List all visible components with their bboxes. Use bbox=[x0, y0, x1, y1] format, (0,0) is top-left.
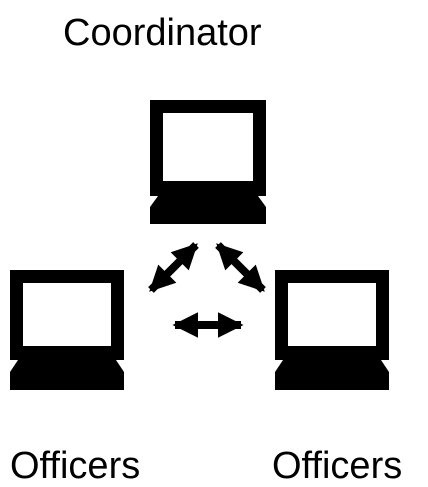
officers-left-computer-icon bbox=[10, 270, 124, 390]
coordinator-computer-icon bbox=[150, 100, 266, 224]
coordinator-officers-right-arrow-icon bbox=[215, 242, 266, 293]
coordinator-label: Coordinator bbox=[63, 12, 262, 54]
officers-right-computer-icon bbox=[275, 270, 389, 390]
officers-left-label: Officers bbox=[10, 445, 141, 487]
coordinator-officers-left-arrow-icon bbox=[148, 242, 199, 293]
officers-right-label: Officers bbox=[272, 445, 403, 487]
